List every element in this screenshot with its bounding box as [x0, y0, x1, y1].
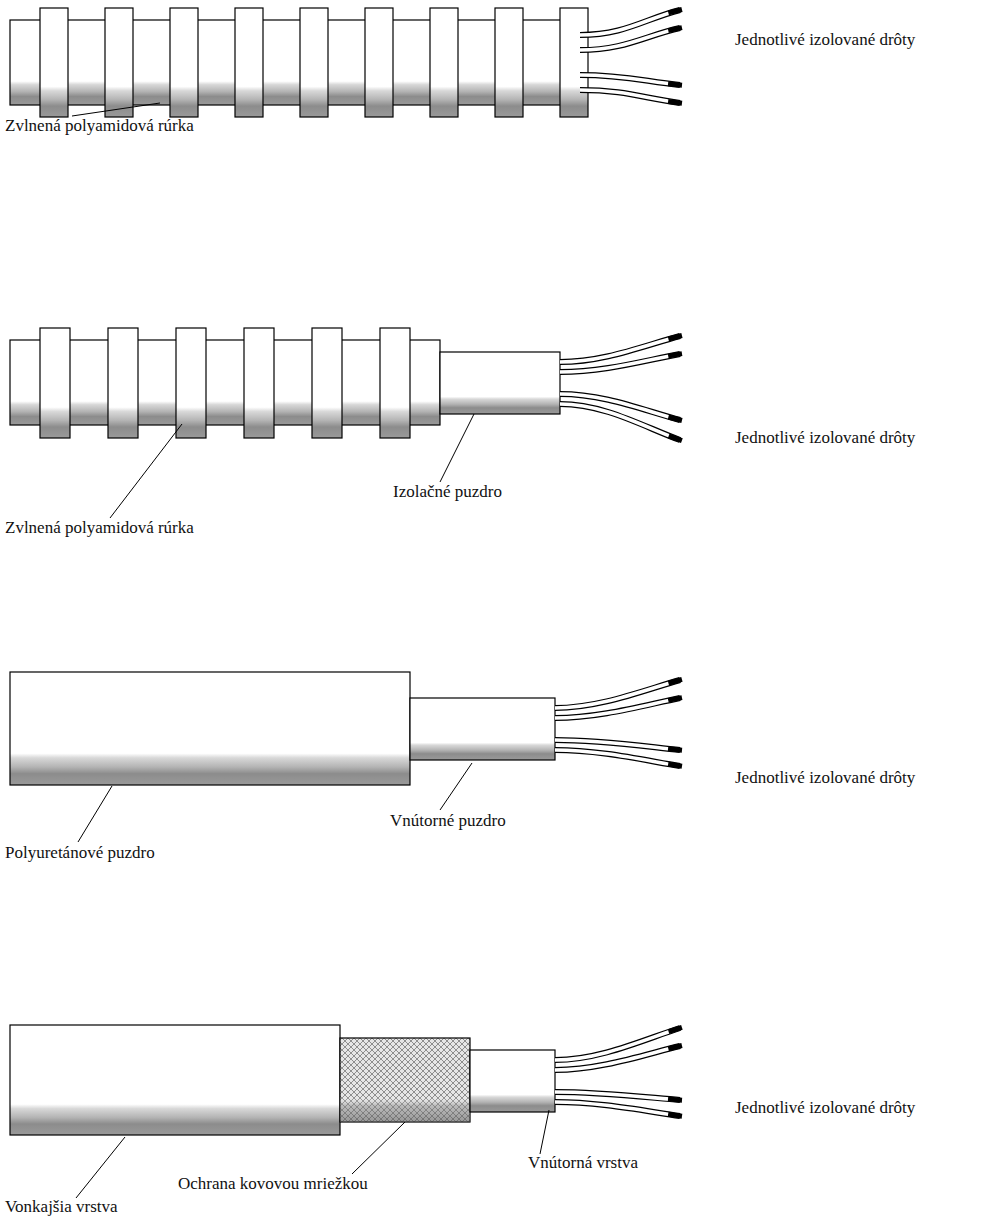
wire: [580, 75, 680, 85]
leader-line: [440, 414, 474, 482]
leader-line: [352, 1122, 405, 1174]
wire: [555, 1028, 680, 1060]
part-label: Jednotlivé izolované drôty: [735, 768, 915, 788]
inner-layer: [470, 1050, 555, 1112]
shielded-cable: [10, 1025, 555, 1135]
polyurethane-cable: [10, 672, 555, 785]
leader-line: [440, 763, 472, 810]
tube-rib: [560, 8, 588, 117]
part-label: Zvlnená polyamidová rúrka: [5, 116, 194, 136]
shielded-cable: [10, 1025, 340, 1135]
wire: [668, 417, 682, 421]
wire: [560, 354, 680, 372]
wire: [668, 101, 682, 103]
wire: [668, 1099, 682, 1100]
wire: [669, 1027, 682, 1031]
wire: [555, 1092, 680, 1100]
tube-rib: [430, 8, 458, 117]
wire: [668, 749, 682, 750]
inner-sleeve: [410, 698, 555, 760]
leader-line: [76, 1137, 125, 1198]
tube-rib: [170, 8, 198, 117]
leader-line: [540, 1110, 549, 1154]
wire: [668, 679, 681, 683]
braid-shade: [340, 1038, 470, 1122]
part-label: Jednotlivé izolované drôty: [735, 1098, 915, 1118]
wire: [555, 1028, 680, 1060]
tube-rib: [40, 8, 68, 117]
tube-rib: [176, 328, 206, 438]
corrugated-tube: [10, 8, 588, 117]
wire: [555, 10, 682, 1117]
wire: [668, 10, 682, 13]
tube-rib: [244, 328, 274, 438]
part-label: Zvlnená polyamidová rúrka: [5, 518, 194, 538]
wire: [555, 1102, 680, 1116]
leader-line: [72, 103, 160, 116]
tube-rib: [105, 8, 133, 117]
leader-line: [72, 103, 549, 1198]
tube-rib: [380, 328, 410, 438]
wire: [580, 28, 680, 50]
wire: [668, 1114, 682, 1116]
part-label: Jednotlivé izolované drôty: [735, 30, 915, 50]
tube-rib: [40, 8, 588, 117]
tube-rib: [312, 328, 342, 438]
leader-line: [78, 786, 112, 842]
wire: [580, 75, 680, 85]
wire: [555, 740, 680, 750]
tube-rib: [300, 8, 328, 117]
corrugated-tube: [10, 328, 560, 438]
wire: [669, 436, 682, 441]
wire: [555, 1092, 680, 1100]
part-label: Izolačné puzdro: [393, 482, 502, 502]
tube-rib: [108, 328, 138, 438]
wire: [555, 750, 680, 766]
wire: [555, 1102, 680, 1116]
leader-line: [110, 424, 182, 518]
tube-rib: [40, 328, 70, 438]
part-label: Vonkajšia vrstva: [5, 1197, 118, 1216]
wire: [555, 750, 680, 766]
part-label: Ochrana kovovou mriežkou: [178, 1174, 368, 1194]
tube-rib: [365, 8, 393, 117]
wire: [668, 354, 682, 356]
wire: [555, 1046, 680, 1070]
tube-rib: [40, 328, 410, 438]
tube-rib: [235, 8, 263, 117]
wire: [560, 404, 680, 440]
wire: [668, 1046, 682, 1049]
part-label: Jednotlivé izolované drôty: [735, 428, 915, 448]
wire: [555, 698, 680, 718]
wire: [560, 354, 680, 372]
wire: [580, 90, 680, 103]
part-label: Vnútorné puzdro: [390, 811, 506, 831]
wire: [668, 84, 682, 85]
wire: [580, 90, 680, 103]
wire: [668, 698, 682, 701]
wire: [580, 28, 680, 50]
wire: [560, 404, 680, 440]
part-label: Vnútorná vrstva: [528, 1153, 638, 1173]
metal-braid: [340, 1038, 470, 1122]
wire: [668, 28, 682, 31]
insulation-sleeve: [440, 352, 560, 414]
wire: [668, 335, 682, 339]
tube-rib: [495, 8, 523, 117]
polyurethane-cable: [10, 672, 410, 785]
wire: [668, 764, 682, 766]
part-label: Polyuretánové puzdro: [5, 843, 155, 863]
corrugated-tube: [10, 340, 440, 425]
